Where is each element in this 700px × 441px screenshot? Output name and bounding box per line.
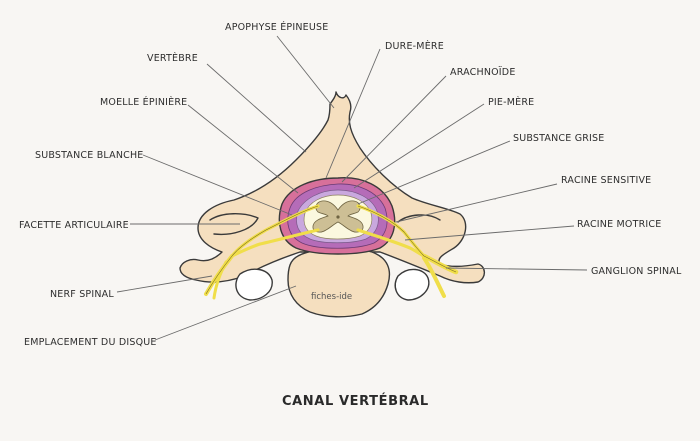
- label-moelle-epiniere: MOELLE ÉPINIÈRE: [100, 96, 187, 108]
- leader-lines: [116, 35, 588, 341]
- label-substance-blanche: SUBSTANCE BLANCHE: [35, 150, 144, 161]
- leader-moelle-epiniere: [187, 104, 299, 194]
- label-emplacement-disque: EMPLACEMENT DU DISQUE: [24, 337, 157, 348]
- left-nerve-outline: [205, 205, 319, 295]
- leader-vertebre: [206, 63, 307, 153]
- label-apophyse-epineuse: APOPHYSE ÉPINEUSE: [225, 21, 328, 33]
- watermark: fiches-ide: [311, 292, 352, 302]
- label-racine-motrice: RACINE MOTRICE: [577, 219, 661, 230]
- label-substance-grise: SUBSTANCE GRISE: [513, 133, 605, 144]
- leader-substance-grise: [357, 140, 511, 205]
- left-foramen: [235, 268, 273, 301]
- label-nerf-spinal: NERF SPINAL: [50, 289, 114, 300]
- leader-dure-mere: [325, 48, 381, 179]
- diagram-title: CANAL VERTÉBRAL: [282, 393, 429, 409]
- right-foramen: [394, 268, 430, 301]
- speck: [494, 198, 496, 200]
- central-canal: [336, 215, 340, 219]
- label-pie-mere: PIE-MÈRE: [488, 96, 534, 108]
- leader-ganglion-spinal: [445, 267, 588, 271]
- leader-substance-blanche: [142, 154, 293, 216]
- leader-racine-sensitive: [395, 183, 558, 223]
- left-motor-root: [230, 228, 320, 258]
- label-racine-sensitive: RACINE SENSITIVE: [561, 175, 651, 186]
- right-transverse-detail: [397, 214, 441, 223]
- leader-arachnoide: [341, 75, 447, 183]
- leader-racine-motrice: [404, 225, 575, 241]
- leader-pie-mere: [353, 103, 485, 189]
- label-arachnoide: ARACHNOÏDE: [450, 67, 516, 78]
- left-spinal-nerve-branch: [212, 260, 228, 300]
- leader-emplacement-disque: [154, 285, 297, 341]
- leader-apophyse-epineuse: [276, 35, 335, 109]
- label-dure-mere: DURE-MÈRE: [385, 40, 444, 52]
- left-transverse-detail: [209, 213, 259, 236]
- labels: APOPHYSE ÉPINEUSE VERTÈBRE DURE-MÈRE ARA…: [19, 21, 682, 348]
- right-motor-root: [356, 228, 426, 258]
- vertebral-body: [287, 247, 391, 318]
- right-spinal-nerve: [422, 256, 446, 298]
- right-nerve-outline: [357, 205, 457, 273]
- nerves: [204, 204, 459, 300]
- label-vertebre: VERTÈBRE: [147, 52, 198, 64]
- spinal-cord-group: [278, 177, 396, 255]
- label-facette-articulaire: FACETTE ARTICULAIRE: [19, 220, 129, 231]
- leader-nerf-spinal: [116, 275, 213, 293]
- label-ganglion-spinal: GANGLION SPINAL: [591, 266, 682, 277]
